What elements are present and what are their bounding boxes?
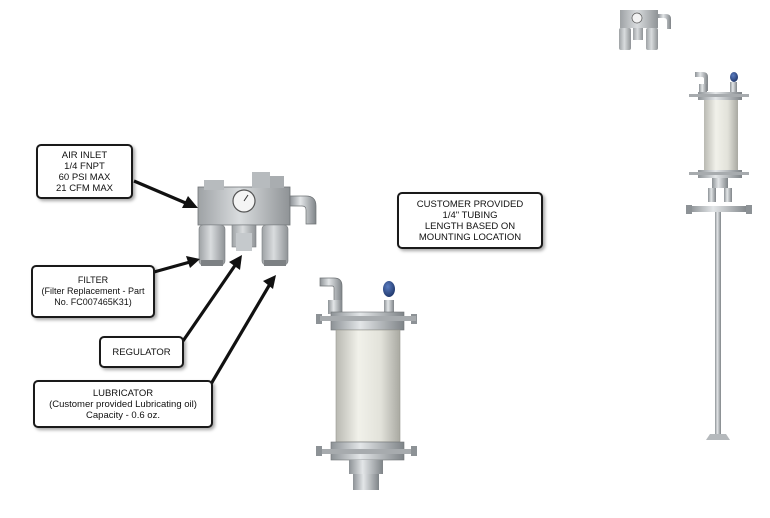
callout-line: REGULATOR bbox=[112, 346, 171, 358]
lubricator-callout: LUBRICATOR (Customer provided Lubricatin… bbox=[33, 380, 213, 428]
air-inlet-arrowhead bbox=[182, 196, 198, 208]
callout-line: 21 CFM MAX bbox=[55, 182, 113, 194]
callout-line: CUSTOMER PROVIDED bbox=[416, 198, 524, 210]
assembly-with-dip-tube bbox=[686, 72, 752, 440]
callout-line: No. FC007465K31) bbox=[54, 297, 132, 307]
callout-line: 1/4" TUBING bbox=[442, 209, 498, 221]
air-inlet-callout: AIR INLET 1/4 FNPT 60 PSI MAX 21 CFM MAX bbox=[36, 144, 133, 199]
callout-line: (Customer provided Lubricating oil) bbox=[49, 398, 197, 410]
filter-arrowhead bbox=[186, 256, 200, 268]
regulator-callout: REGULATOR bbox=[99, 336, 184, 368]
callout-line: Capacity - 0.6 oz. bbox=[86, 409, 160, 421]
regulator-arrow bbox=[181, 263, 238, 342]
leader-arrows bbox=[133, 179, 276, 385]
callout-line: (Filter Replacement - Part bbox=[41, 286, 145, 296]
lubricator-arrow bbox=[209, 283, 272, 385]
regulator-arrowhead bbox=[229, 255, 242, 270]
callout-line: AIR INLET bbox=[61, 149, 108, 161]
callout-line: 1/4 FNPT bbox=[64, 160, 105, 172]
blue-cap-icon bbox=[383, 281, 395, 297]
callout-line: 60 PSI MAX bbox=[58, 171, 111, 183]
frl-thumbnail bbox=[619, 10, 671, 50]
tubing-callout: CUSTOMER PROVIDED 1/4" TUBING LENGTH BAS… bbox=[397, 192, 543, 249]
callout-line: FILTER bbox=[77, 275, 109, 285]
callout-line: LUBRICATOR bbox=[92, 387, 154, 399]
filter-callout: FILTER (Filter Replacement - Part No. FC… bbox=[31, 265, 155, 318]
filter-arrow bbox=[153, 260, 191, 274]
frl-unit bbox=[197, 172, 317, 266]
air-inlet-arrow bbox=[133, 179, 189, 206]
callout-line: MOUNTING LOCATION bbox=[418, 231, 522, 243]
lubricator-cylinder bbox=[316, 277, 417, 490]
lubricator-arrowhead bbox=[263, 275, 276, 289]
callout-line: LENGTH BASED ON bbox=[424, 220, 516, 232]
